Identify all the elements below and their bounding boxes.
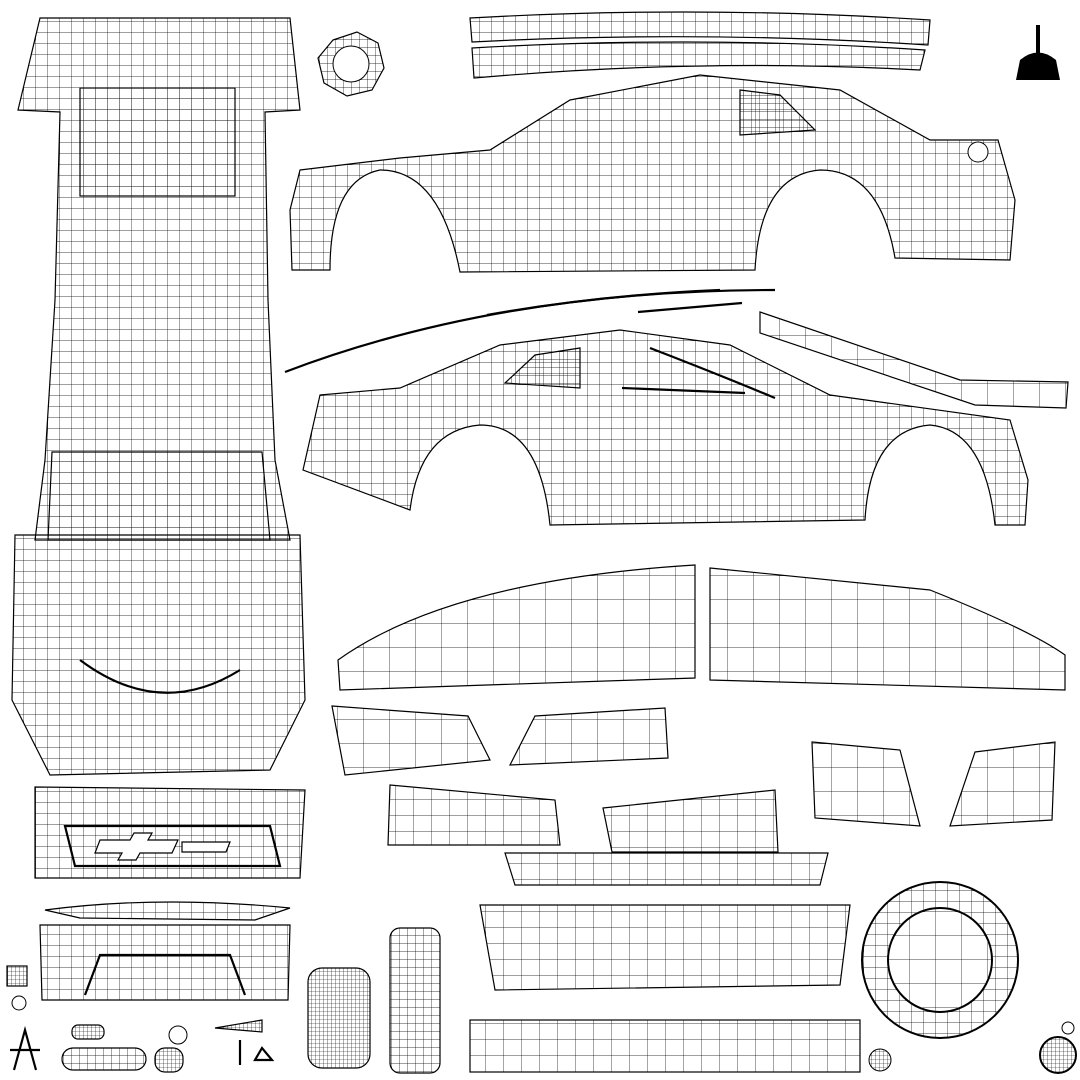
window-sill-left — [621, 386, 746, 395]
emblem-icon — [1016, 25, 1060, 80]
small-circle-part — [168, 1025, 188, 1045]
spoiler-strip-top — [469, 11, 931, 46]
valve-cap — [1061, 1021, 1075, 1035]
rear-fascia — [39, 924, 291, 1001]
lug-nut — [868, 1048, 892, 1072]
rear-diffuser-line — [83, 953, 247, 996]
rocker-strip — [759, 311, 1069, 409]
bumper-piece-2 — [602, 789, 779, 853]
gas-cap-inner — [332, 45, 370, 83]
rocker-panel — [469, 1019, 861, 1073]
trim-strip-upper — [486, 288, 721, 317]
door-panel-right — [709, 567, 1066, 691]
side-window-left — [503, 347, 581, 389]
tail-light-oval — [61, 1047, 147, 1071]
vent-grille-small — [154, 1047, 184, 1073]
cockpit-cage — [389, 927, 441, 1074]
side-body-right — [289, 74, 1016, 273]
rear-deck-panel — [47, 451, 271, 541]
wheel-hub — [1039, 1036, 1077, 1074]
small-bowtie-logo — [181, 841, 231, 853]
quarter-glass-1 — [331, 705, 491, 776]
quarter-glass-2 — [508, 707, 669, 766]
pin-part — [238, 1040, 275, 1065]
front-fascia — [34, 786, 306, 879]
fender-piece-1 — [811, 741, 921, 827]
side-window-right — [739, 89, 817, 136]
bumper-piece-1 — [387, 784, 561, 846]
small-vent — [6, 965, 28, 987]
wheel-face-mesh — [887, 907, 993, 1013]
mirror-part — [214, 1019, 263, 1033]
rear-window-panel — [79, 87, 236, 197]
spoiler-strip-bottom — [471, 41, 926, 79]
tail-light-small — [71, 1024, 105, 1040]
hood-panel — [11, 534, 306, 776]
grille-outline — [63, 824, 282, 868]
side-body-left — [302, 329, 1029, 526]
rear-wing — [44, 901, 291, 921]
valance-strip — [504, 852, 829, 886]
small-bolt — [11, 995, 27, 1011]
window-trim-left — [649, 346, 776, 400]
interior-tub — [307, 967, 371, 1069]
fuel-door — [967, 141, 989, 163]
hood-bulge-line — [79, 659, 241, 694]
door-panel-left — [337, 564, 696, 691]
trim-strip-small — [637, 301, 743, 314]
antenna-part — [10, 1025, 40, 1071]
brand-bowtie-logo — [94, 832, 179, 861]
rear-bumper-panel — [479, 904, 851, 991]
fender-piece-2 — [949, 741, 1056, 827]
